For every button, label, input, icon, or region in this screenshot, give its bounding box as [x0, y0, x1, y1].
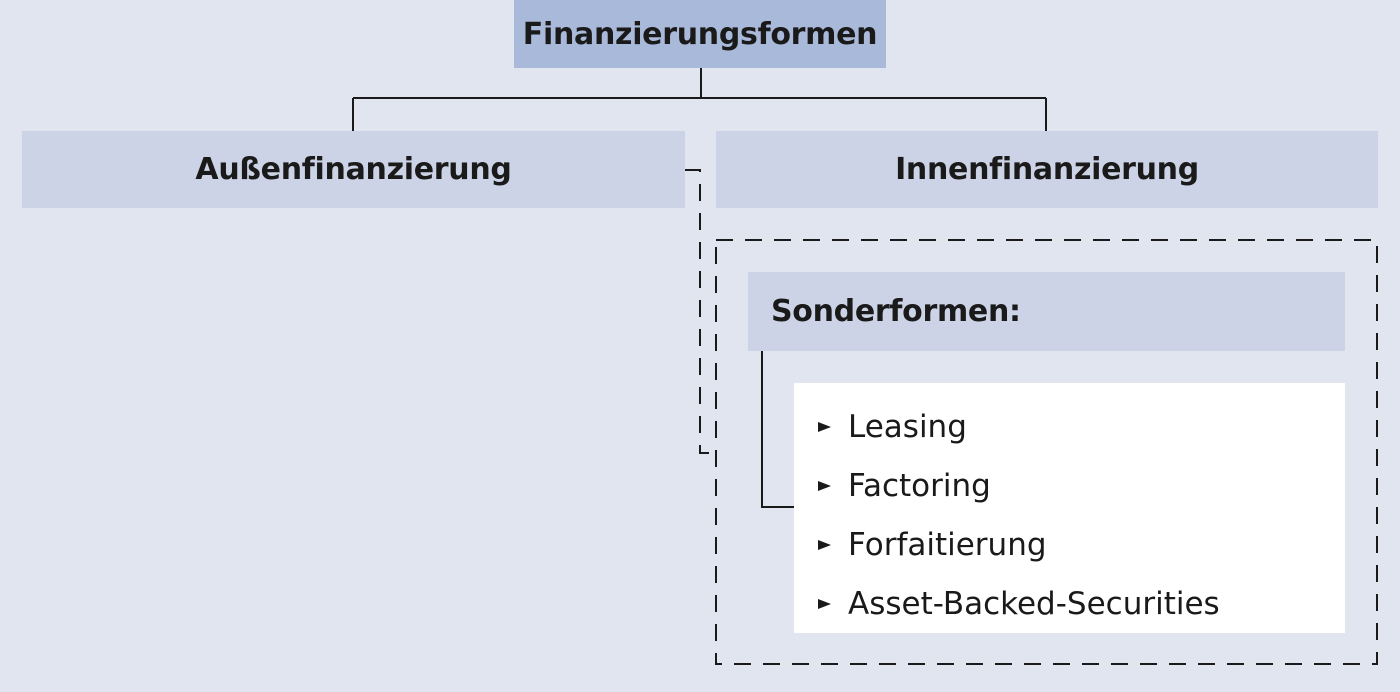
- triangle-bullet-icon: [818, 539, 831, 550]
- special-node-heading: Sonderformen:: [771, 294, 1021, 329]
- list-item: Leasing: [818, 397, 1345, 456]
- right-node-label: Innenfinanzierung: [895, 152, 1199, 187]
- triangle-bullet-icon: [818, 598, 831, 609]
- list-item-label: Factoring: [848, 467, 991, 504]
- special-forms-dashed-frame: [715, 239, 1378, 665]
- node-sonderformen: Sonderformen:: [748, 272, 1345, 351]
- list-item: Factoring: [818, 456, 1345, 515]
- list-item-label: Asset-Backed-Securities: [848, 585, 1220, 622]
- left-node-label: Außenfinanzierung: [195, 152, 512, 187]
- list-item-label: Forfaitierung: [848, 526, 1047, 563]
- node-innenfinanzierung: Innenfinanzierung: [716, 131, 1378, 208]
- special-forms-list: Leasing Factoring Forfaitierung Asset-Ba…: [794, 383, 1345, 633]
- root-node-finanzierungsformen: Finanzierungsformen: [514, 0, 886, 68]
- dashed-bracket-line: [685, 169, 716, 454]
- list-item: Asset-Backed-Securities: [818, 574, 1345, 633]
- node-aussenfinanzierung: Außenfinanzierung: [22, 131, 685, 208]
- list-item-label: Leasing: [848, 408, 967, 445]
- list-item: Forfaitierung: [818, 515, 1345, 574]
- triangle-bullet-icon: [818, 421, 831, 432]
- triangle-bullet-icon: [818, 480, 831, 491]
- root-node-label: Finanzierungsformen: [522, 16, 878, 52]
- special-list-line: [761, 351, 794, 508]
